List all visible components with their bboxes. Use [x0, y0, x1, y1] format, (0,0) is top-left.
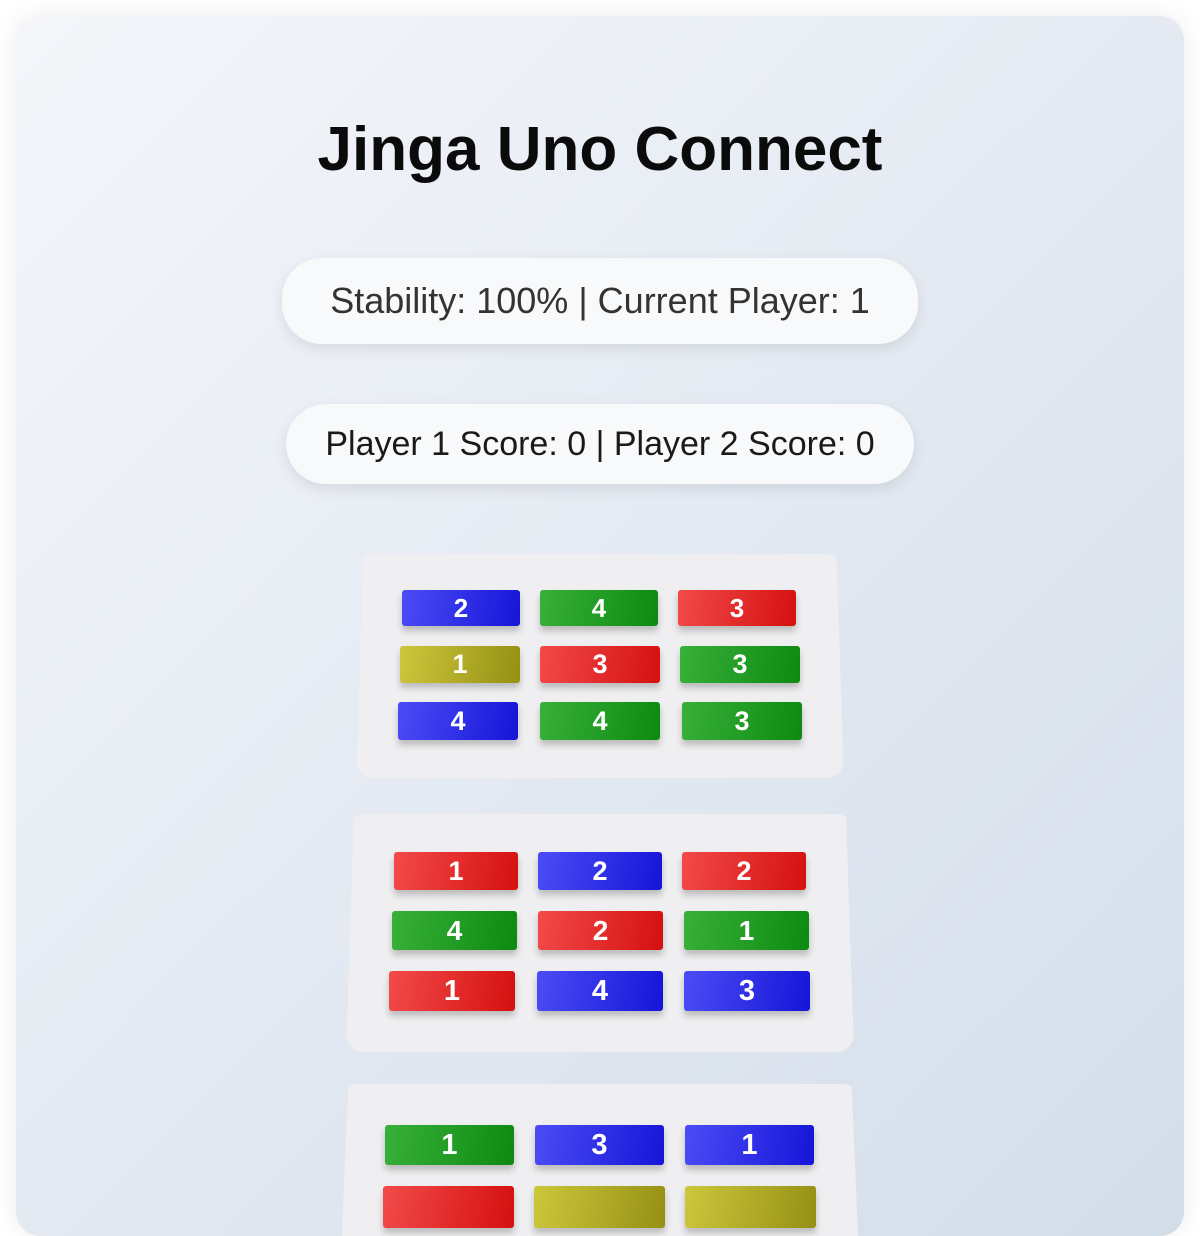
block-red[interactable]: 2 [682, 852, 806, 890]
block-red[interactable]: 1 [389, 971, 515, 1011]
block-yellow[interactable] [534, 1186, 665, 1228]
block-green[interactable]: 1 [684, 911, 809, 950]
game-title: Jinga Uno Connect [317, 115, 883, 184]
block-blue[interactable]: 4 [537, 971, 663, 1011]
block-red[interactable]: 3 [678, 590, 796, 626]
block-red[interactable]: 1 [394, 852, 518, 890]
block-blue[interactable]: 4 [398, 702, 518, 740]
block-blue[interactable]: 3 [684, 971, 810, 1011]
block-green[interactable]: 3 [680, 646, 800, 683]
block-blue[interactable]: 3 [535, 1125, 664, 1165]
block-blue[interactable]: 2 [538, 852, 662, 890]
block-yellow[interactable] [685, 1186, 816, 1228]
block-green[interactable]: 4 [540, 702, 660, 740]
block-green[interactable]: 1 [385, 1125, 514, 1165]
block-red[interactable] [383, 1186, 514, 1228]
game-container: Jinga Uno Connect Stability: 100% | Curr… [16, 16, 1184, 1236]
block-green[interactable]: 3 [682, 702, 802, 740]
score-display: Player 1 Score: 0 | Player 2 Score: 0 [286, 404, 914, 484]
status-display: Stability: 100% | Current Player: 1 [282, 258, 918, 344]
block-blue[interactable]: 2 [402, 590, 520, 626]
block-green[interactable]: 4 [392, 911, 517, 950]
block-red[interactable]: 2 [538, 911, 663, 950]
block-yellow[interactable]: 1 [400, 646, 520, 683]
block-blue[interactable]: 1 [685, 1125, 814, 1165]
block-green[interactable]: 4 [540, 590, 658, 626]
block-red[interactable]: 3 [540, 646, 660, 683]
